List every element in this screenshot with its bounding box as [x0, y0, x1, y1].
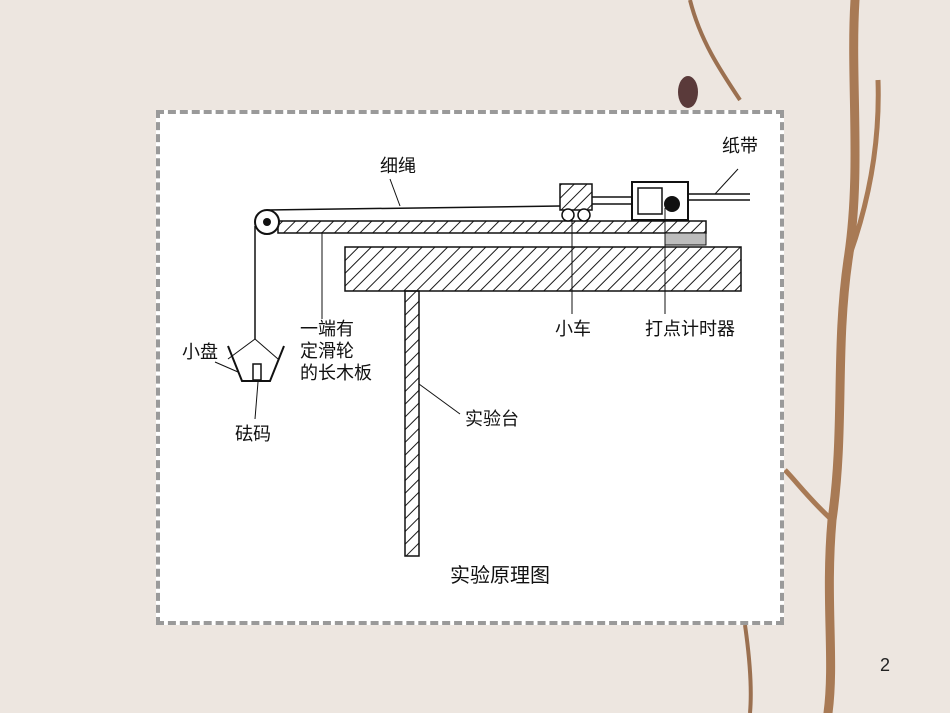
- weights-label: 砝码: [235, 424, 271, 445]
- table-label: 实验台: [465, 409, 519, 430]
- board-label-line-1: 一端有: [300, 319, 354, 340]
- pan-label: 小盘: [182, 342, 218, 363]
- string-label: 细绳: [380, 156, 416, 177]
- board-label-line-3: 的长木板: [300, 363, 372, 384]
- weight-icon: [252, 363, 262, 381]
- diagram-panel: 细绳 纸带 小盘 一端有 定滑轮 的长木板 砝码 小车 打点计时器 实验台 实验…: [156, 110, 784, 625]
- diagram-title: 实验原理图: [450, 563, 550, 587]
- cart-label: 小车: [555, 319, 591, 340]
- table-leg: [404, 290, 420, 557]
- table-top: [344, 246, 742, 292]
- long-board: [277, 220, 707, 234]
- timer-label: 打点计时器: [645, 319, 735, 340]
- experiment-diagram: [214, 168, 750, 557]
- page-number: 2: [880, 655, 891, 675]
- pan-icon: [227, 345, 285, 382]
- tape-label: 纸带: [722, 136, 758, 157]
- cart-icon: [559, 183, 593, 211]
- string-line: [266, 205, 561, 211]
- board-label: 一端有 定滑轮 的长木板: [300, 319, 372, 385]
- board-label-line-2: 定滑轮: [300, 341, 354, 362]
